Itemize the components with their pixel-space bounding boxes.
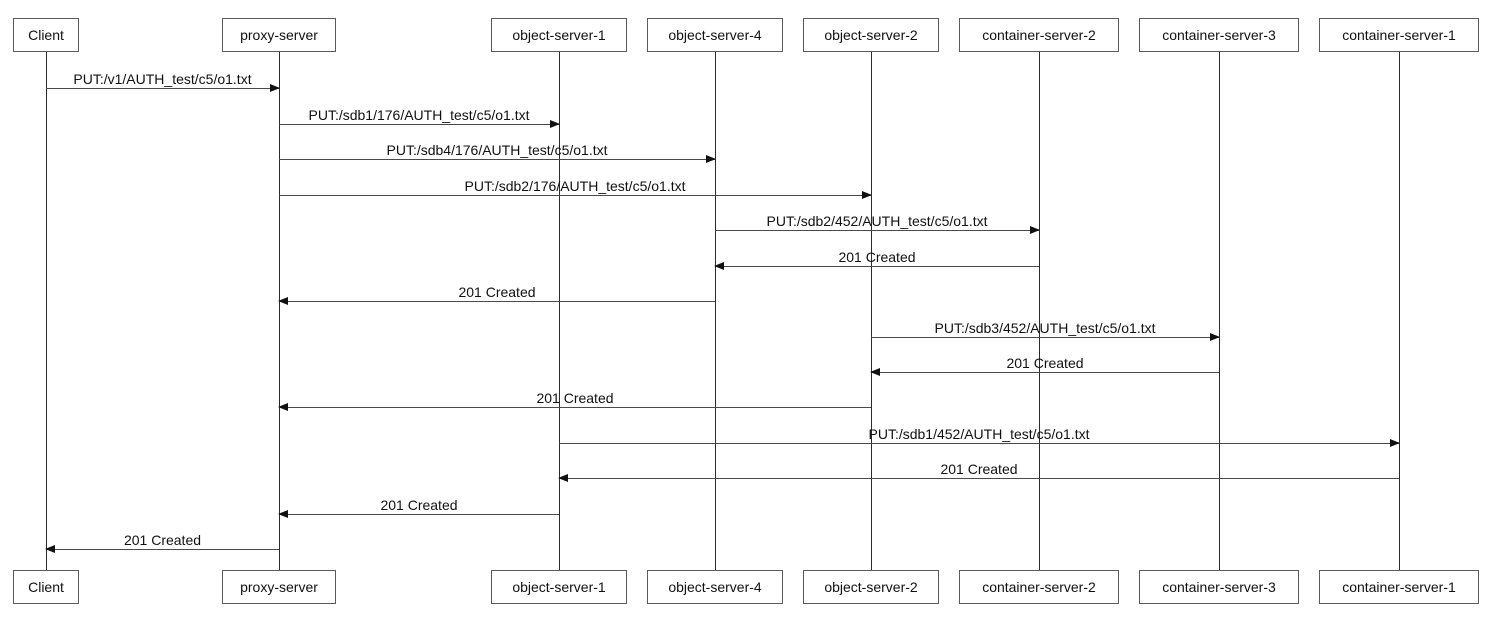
- lifeline-object-server-4: [715, 52, 716, 570]
- message-13-label: 201 Created: [380, 497, 458, 513]
- participant-bottom-object-server-2: object-server-2: [803, 570, 939, 604]
- arrowhead-left-icon: [714, 262, 724, 270]
- arrowhead-right-icon: [1210, 333, 1220, 341]
- message-12-arrow: 201 Created: [558, 461, 1399, 482]
- message-8-arrow: PUT:/sdb3/452/AUTH_test/c5/o1.txt: [871, 320, 1220, 341]
- lifeline-container-server-3: [1219, 52, 1220, 570]
- lifeline-client: [46, 52, 47, 570]
- participant-bottom-container-server-2: container-server-2: [959, 570, 1119, 604]
- message-4-label: PUT:/sdb2/176/AUTH_test/c5/o1.txt: [464, 178, 686, 194]
- participant-bottom-container-server-1: container-server-1: [1319, 570, 1479, 604]
- message-12-label: 201 Created: [940, 461, 1018, 477]
- message-2-arrow: PUT:/sdb1/176/AUTH_test/c5/o1.txt: [279, 107, 560, 128]
- message-14-arrow: 201 Created: [45, 532, 279, 553]
- lifeline-proxy-server: [279, 52, 280, 570]
- message-1-arrow: PUT:/v1/AUTH_test/c5/o1.txt: [46, 71, 280, 92]
- message-1-label: PUT:/v1/AUTH_test/c5/o1.txt: [73, 71, 252, 87]
- participant-bottom-container-server-3: container-server-3: [1139, 570, 1299, 604]
- message-9-label: 201 Created: [1006, 355, 1084, 371]
- participant-top-proxy-server: proxy-server: [222, 18, 336, 52]
- participant-top-client: Client: [13, 18, 79, 52]
- message-7-label: 201 Created: [458, 284, 536, 300]
- participant-top-object-server-1: object-server-1: [491, 18, 627, 52]
- lifeline-object-server-1: [559, 52, 560, 570]
- arrowhead-right-icon: [550, 120, 560, 128]
- message-11-arrow: PUT:/sdb1/452/AUTH_test/c5/o1.txt: [559, 426, 1400, 447]
- arrowhead-left-icon: [278, 403, 288, 411]
- message-5-arrow: PUT:/sdb2/452/AUTH_test/c5/o1.txt: [715, 213, 1040, 234]
- arrowhead-left-icon: [278, 297, 288, 305]
- participant-top-container-server-3: container-server-3: [1139, 18, 1299, 52]
- message-7-arrow: 201 Created: [278, 284, 715, 305]
- participant-bottom-proxy-server: proxy-server: [222, 570, 336, 604]
- lifeline-container-server-1: [1399, 52, 1400, 570]
- message-6-label: 201 Created: [838, 249, 916, 265]
- arrowhead-right-icon: [862, 191, 872, 199]
- participant-top-container-server-2: container-server-2: [959, 18, 1119, 52]
- arrowhead-left-icon: [870, 368, 880, 376]
- message-2-label: PUT:/sdb1/176/AUTH_test/c5/o1.txt: [308, 107, 530, 123]
- message-9-arrow: 201 Created: [870, 355, 1219, 376]
- message-6-arrow: 201 Created: [714, 249, 1039, 270]
- message-13-arrow: 201 Created: [278, 497, 559, 518]
- message-10-label: 201 Created: [536, 390, 614, 406]
- message-10-arrow: 201 Created: [278, 390, 871, 411]
- participant-top-container-server-1: container-server-1: [1319, 18, 1479, 52]
- arrowhead-right-icon: [1390, 439, 1400, 447]
- message-5-label: PUT:/sdb2/452/AUTH_test/c5/o1.txt: [766, 213, 988, 229]
- message-4-arrow: PUT:/sdb2/176/AUTH_test/c5/o1.txt: [279, 178, 872, 199]
- message-8-label: PUT:/sdb3/452/AUTH_test/c5/o1.txt: [934, 320, 1156, 336]
- participant-bottom-object-server-1: object-server-1: [491, 570, 627, 604]
- arrowhead-right-icon: [270, 84, 280, 92]
- arrowhead-right-icon: [1030, 226, 1040, 234]
- arrowhead-left-icon: [558, 474, 568, 482]
- message-11-label: PUT:/sdb1/452/AUTH_test/c5/o1.txt: [868, 426, 1090, 442]
- lifeline-object-server-2: [871, 52, 872, 570]
- message-14-label: 201 Created: [123, 532, 202, 548]
- lifeline-container-server-2: [1039, 52, 1040, 570]
- participant-bottom-object-server-4: object-server-4: [647, 570, 783, 604]
- arrowhead-right-icon: [706, 155, 716, 163]
- message-3-label: PUT:/sdb4/176/AUTH_test/c5/o1.txt: [386, 142, 608, 158]
- arrowhead-left-icon: [45, 545, 55, 553]
- message-3-arrow: PUT:/sdb4/176/AUTH_test/c5/o1.txt: [279, 142, 716, 163]
- arrowhead-left-icon: [278, 510, 288, 518]
- participant-top-object-server-4: object-server-4: [647, 18, 783, 52]
- participant-top-object-server-2: object-server-2: [803, 18, 939, 52]
- participant-bottom-client: Client: [13, 570, 79, 604]
